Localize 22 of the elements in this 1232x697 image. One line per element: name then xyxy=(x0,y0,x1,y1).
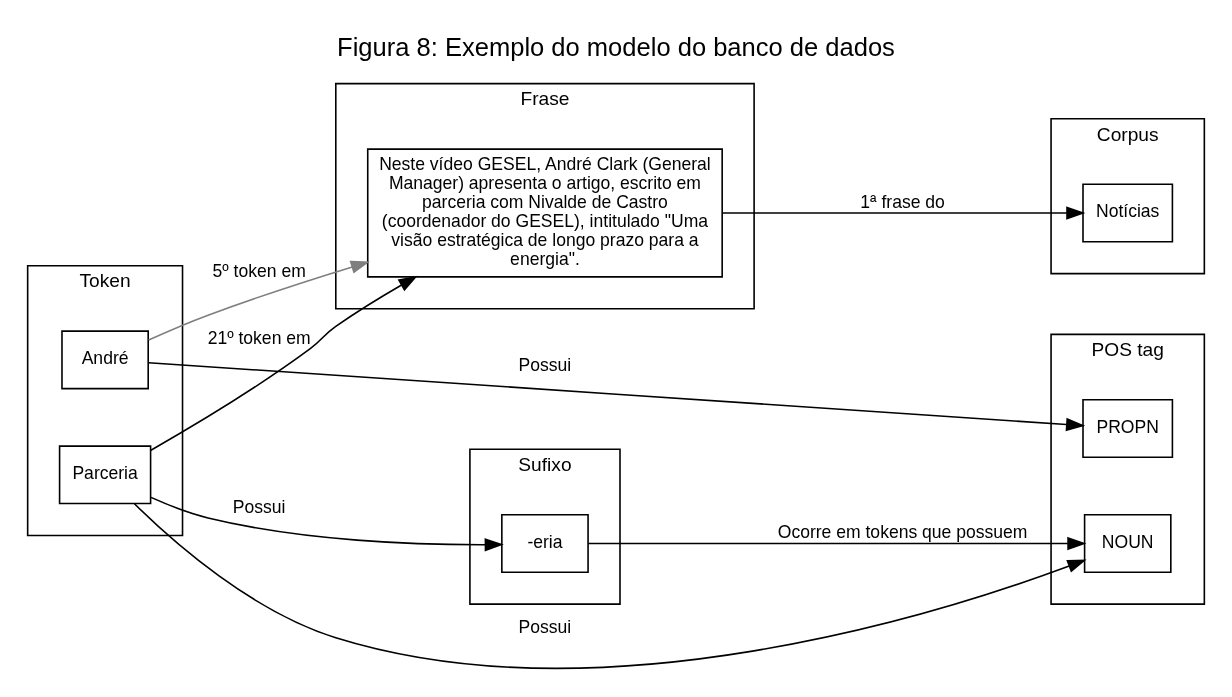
edge-label: 1ª frase do xyxy=(860,191,945,212)
edge-label: 21º token em xyxy=(207,327,311,348)
node-box: PROPN xyxy=(1082,398,1174,458)
arrow xyxy=(147,260,370,341)
node-box: -eria xyxy=(501,513,589,573)
node-box: Notícias xyxy=(1082,182,1174,243)
arrow xyxy=(133,502,1087,669)
arrow xyxy=(150,275,418,451)
arrow xyxy=(147,361,1086,431)
arrow xyxy=(722,205,1086,220)
node-box: NOUN xyxy=(1083,513,1172,573)
edge-label: Possui xyxy=(232,496,286,517)
edge-label: Possui xyxy=(518,354,572,375)
node-box: André xyxy=(61,329,149,389)
node-box: Neste vídeo GESEL, André Clark (General Manager) apresenta o artigo, escrito em parceria com Nivalde de Castro (coordenador do GESEL), intitulado "Uma visão estratégica de longo prazo para a energia". xyxy=(366,147,723,278)
edge-label: Possui xyxy=(518,616,572,637)
edge-label: 5º token em xyxy=(212,260,306,281)
arrow xyxy=(150,496,504,551)
diagram-title: Figura 8: Exemplo do modelo do banco de dados xyxy=(337,32,895,61)
arrow xyxy=(587,536,1087,550)
edge-label: Ocorre em tokens que possuem xyxy=(777,521,1028,542)
node-box: Parceria xyxy=(58,444,152,504)
